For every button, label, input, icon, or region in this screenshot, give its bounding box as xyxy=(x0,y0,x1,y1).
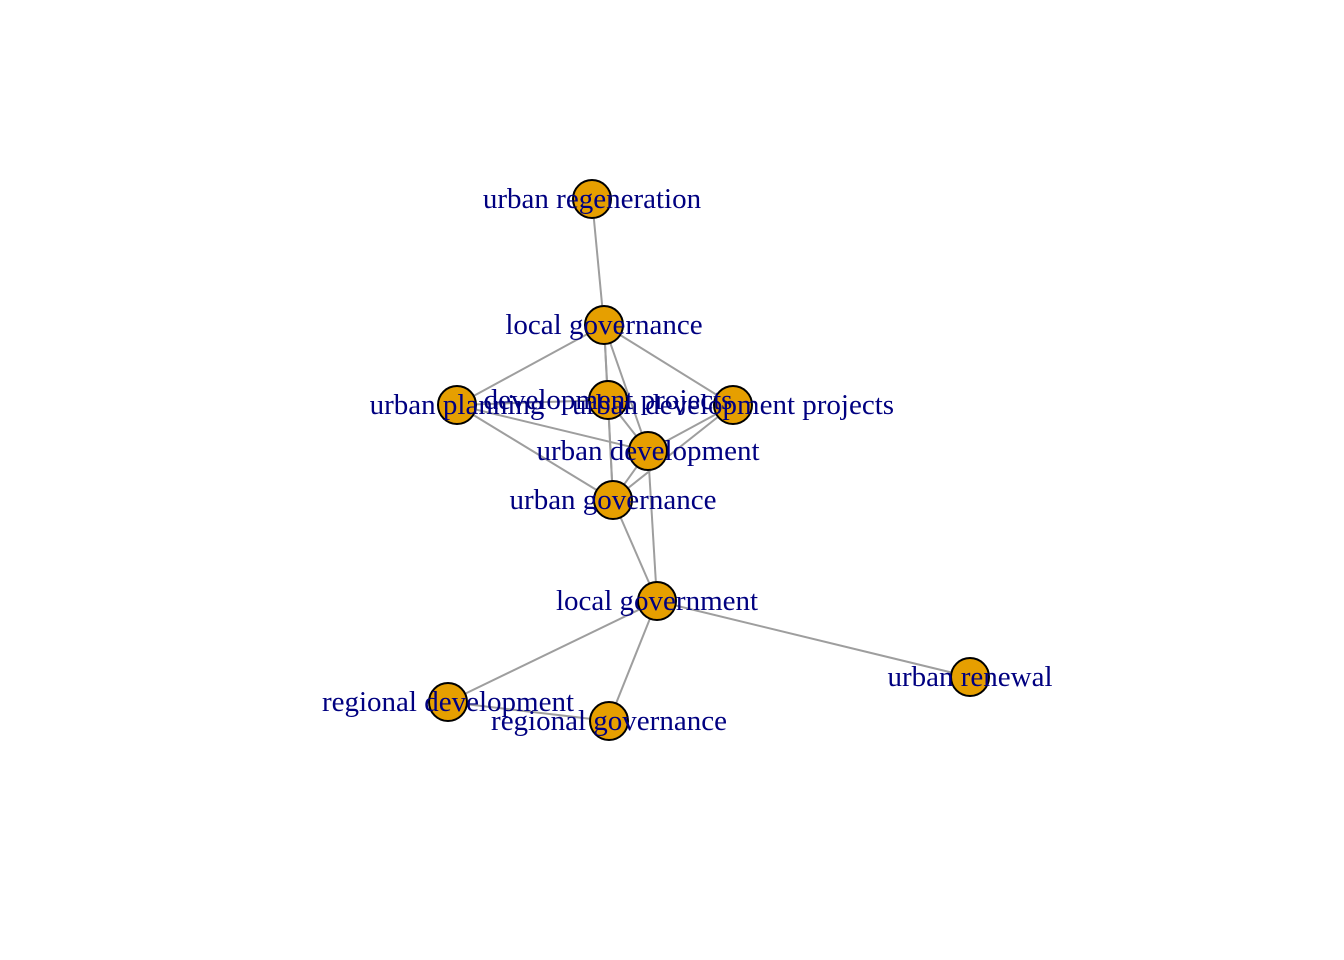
edge-urban-planning--development-projects xyxy=(456,399,609,406)
edge-regional-development--regional-governance xyxy=(447,701,610,722)
node-label-urban-renewal: urban renewal xyxy=(887,661,1052,693)
edge-local-government--regional-governance xyxy=(608,600,658,722)
edge-urban-planning--urban-governance xyxy=(456,404,614,501)
edge-local-governance--urban-planning xyxy=(456,324,605,406)
node-regional-governance xyxy=(589,701,629,741)
edge-local-governance--urban-development-projects xyxy=(603,324,734,406)
node-label-urban-development-projects: urban development projects xyxy=(572,389,894,421)
node-urban-development xyxy=(628,431,668,471)
edge-urban-planning--urban-development xyxy=(456,404,649,452)
edge-urban-development-projects--urban-governance xyxy=(612,404,734,501)
node-urban-governance xyxy=(593,480,633,520)
node-label-regional-development: regional development xyxy=(322,686,574,718)
node-urban-regeneration xyxy=(572,179,612,219)
node-label-urban-planning: urban planning xyxy=(370,389,545,421)
node-local-government xyxy=(637,581,677,621)
node-label-local-governance: local governance xyxy=(505,309,702,341)
node-label-development-projects: development projects xyxy=(484,384,733,416)
node-label-local-government: local government xyxy=(556,585,758,617)
node-urban-renewal xyxy=(950,657,990,697)
node-label-urban-governance: urban governance xyxy=(510,484,717,516)
node-urban-planning xyxy=(437,385,477,425)
node-regional-development xyxy=(428,682,468,722)
labels-layer: urban regeneration local governance urban … xyxy=(322,183,1053,737)
node-label-regional-governance: regional governance xyxy=(491,705,727,737)
edge-local-government--regional-development xyxy=(447,600,658,703)
edge-local-government--urban-renewal xyxy=(656,600,971,678)
node-label-urban-development: urban development xyxy=(536,435,759,467)
nodes-layer xyxy=(428,179,990,741)
node-development-projects xyxy=(588,380,628,420)
edge-urban-development--local-government xyxy=(647,450,658,602)
edge-urban-regeneration--local-governance xyxy=(591,198,605,326)
node-urban-development-projects xyxy=(713,385,753,425)
edge-local-governance--urban-development xyxy=(603,324,649,452)
node-label-urban-regeneration: urban regeneration xyxy=(483,183,702,215)
node-local-governance xyxy=(584,305,624,345)
